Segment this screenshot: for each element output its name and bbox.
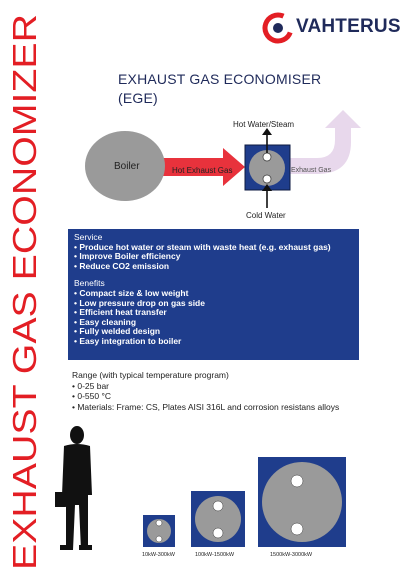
hot-water-steam-label: Hot Water/Steam — [233, 120, 294, 129]
range-heading: Range (with typical temperature program) — [72, 370, 229, 380]
vahterus-logo-icon — [262, 12, 294, 44]
list-item: Compact size & low weight — [74, 288, 353, 299]
service-list: Produce hot water or steam with waste he… — [74, 242, 353, 272]
list-item: Fully welded design — [74, 327, 353, 337]
boiler-label: Boiler — [114, 161, 140, 172]
unit-large — [258, 457, 346, 547]
benefits-heading: Benefits — [74, 278, 105, 289]
hot-water-arrow-icon — [262, 128, 272, 135]
range-section: Range (with typical temperature program)… — [72, 370, 339, 412]
page-title: EXHAUST GAS ECONOMISER (EGE) — [118, 70, 321, 108]
unit-small — [143, 515, 175, 547]
side-title-text: EXHAUST GAS ECONOMIZER — [6, 14, 43, 570]
list-item: Materials: Frame: CS, Plates AISI 316L a… — [72, 402, 339, 413]
unit-medium — [191, 491, 245, 547]
service-heading: Service — [74, 232, 103, 242]
boiler-shape — [85, 131, 165, 201]
list-item: Improve Boiler efficiency — [74, 252, 353, 262]
size-label-medium: 100kW-1500kW — [195, 552, 235, 558]
list-item: Easy integration to boiler — [74, 336, 353, 347]
hot-exhaust-label: Hot Exhaust Gas — [172, 166, 232, 175]
economizer-plate — [249, 150, 285, 186]
person-silhouette-icon — [53, 426, 92, 550]
exhaust-gas-arrow — [290, 110, 361, 174]
list-item: 0-25 bar — [72, 381, 339, 392]
top-port — [262, 152, 272, 162]
size-comparison: 10kW-300kW 100kW-1500kW 1500kW-3000kW — [53, 425, 355, 575]
list-item: 0-550 °C — [72, 391, 339, 402]
brand-name: VAHTERUS — [296, 16, 401, 37]
list-item: Reduce CO2 emission — [74, 261, 353, 272]
size-label-large: 1500kW-3000kW — [270, 552, 313, 558]
cold-water-label: Cold Water — [246, 211, 286, 220]
range-list: 0-25 bar 0-550 °C Materials: Frame: CS, … — [72, 381, 339, 413]
title-line-2: (EGE) — [118, 90, 158, 106]
cold-water-arrow-icon — [262, 184, 272, 191]
list-item: Efficient heat transfer — [74, 308, 353, 318]
service-benefits-panel: Service Produce hot water or steam with … — [68, 229, 359, 360]
bottom-port — [262, 174, 272, 184]
side-title: EXHAUST GAS ECONOMIZER — [0, 6, 44, 576]
benefits-list: Compact size & low weight Low pressure d… — [74, 288, 353, 347]
title-line-1: EXHAUST GAS ECONOMISER — [118, 71, 322, 87]
list-item: Low pressure drop on gas side — [74, 298, 353, 309]
size-label-small: 10kW-300kW — [142, 552, 176, 558]
hot-exhaust-arrow — [163, 148, 245, 186]
process-diagram: Boiler Hot Exhaust Gas Hot Water/Steam C… — [85, 108, 365, 223]
exhaust-gas-label: Exhaust Gas — [291, 167, 332, 174]
vahterus-logo: VAHTERUS — [262, 10, 404, 44]
list-item: Easy cleaning — [74, 317, 353, 328]
list-item: Produce hot water or steam with waste he… — [74, 242, 353, 253]
